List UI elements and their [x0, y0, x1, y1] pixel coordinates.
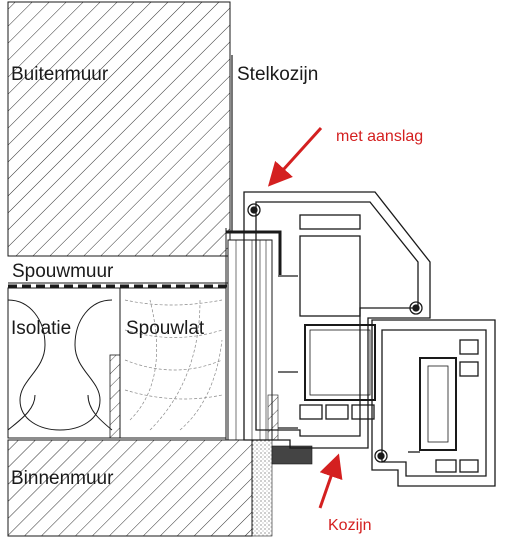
stelkozijn-profile [226, 230, 282, 441]
label-kozijn: Kozijn [328, 517, 372, 534]
isolatie-block [7, 287, 121, 439]
kozijn-profile [243, 191, 496, 487]
arrow-kozijn [318, 453, 343, 509]
label-binnenmuur: Binnenmuur [11, 468, 114, 489]
binnenmuur-wall [7, 439, 313, 537]
label-isolatie: Isolatie [11, 318, 71, 339]
label-buitenmuur: Buitenmuur [11, 64, 109, 85]
label-spouwmuur: Spouwmuur [12, 261, 114, 282]
label-spouwlat: Spouwlat [126, 318, 205, 339]
label-met-aanslag: met aanslag [336, 128, 423, 145]
label-stelkozijn: Stelkozijn [237, 64, 318, 85]
spouwlat-wood [119, 287, 227, 439]
spouwmuur-band [8, 255, 232, 288]
buitenmuur-wall [7, 1, 231, 257]
arrow-met-aanslag [267, 126, 323, 187]
